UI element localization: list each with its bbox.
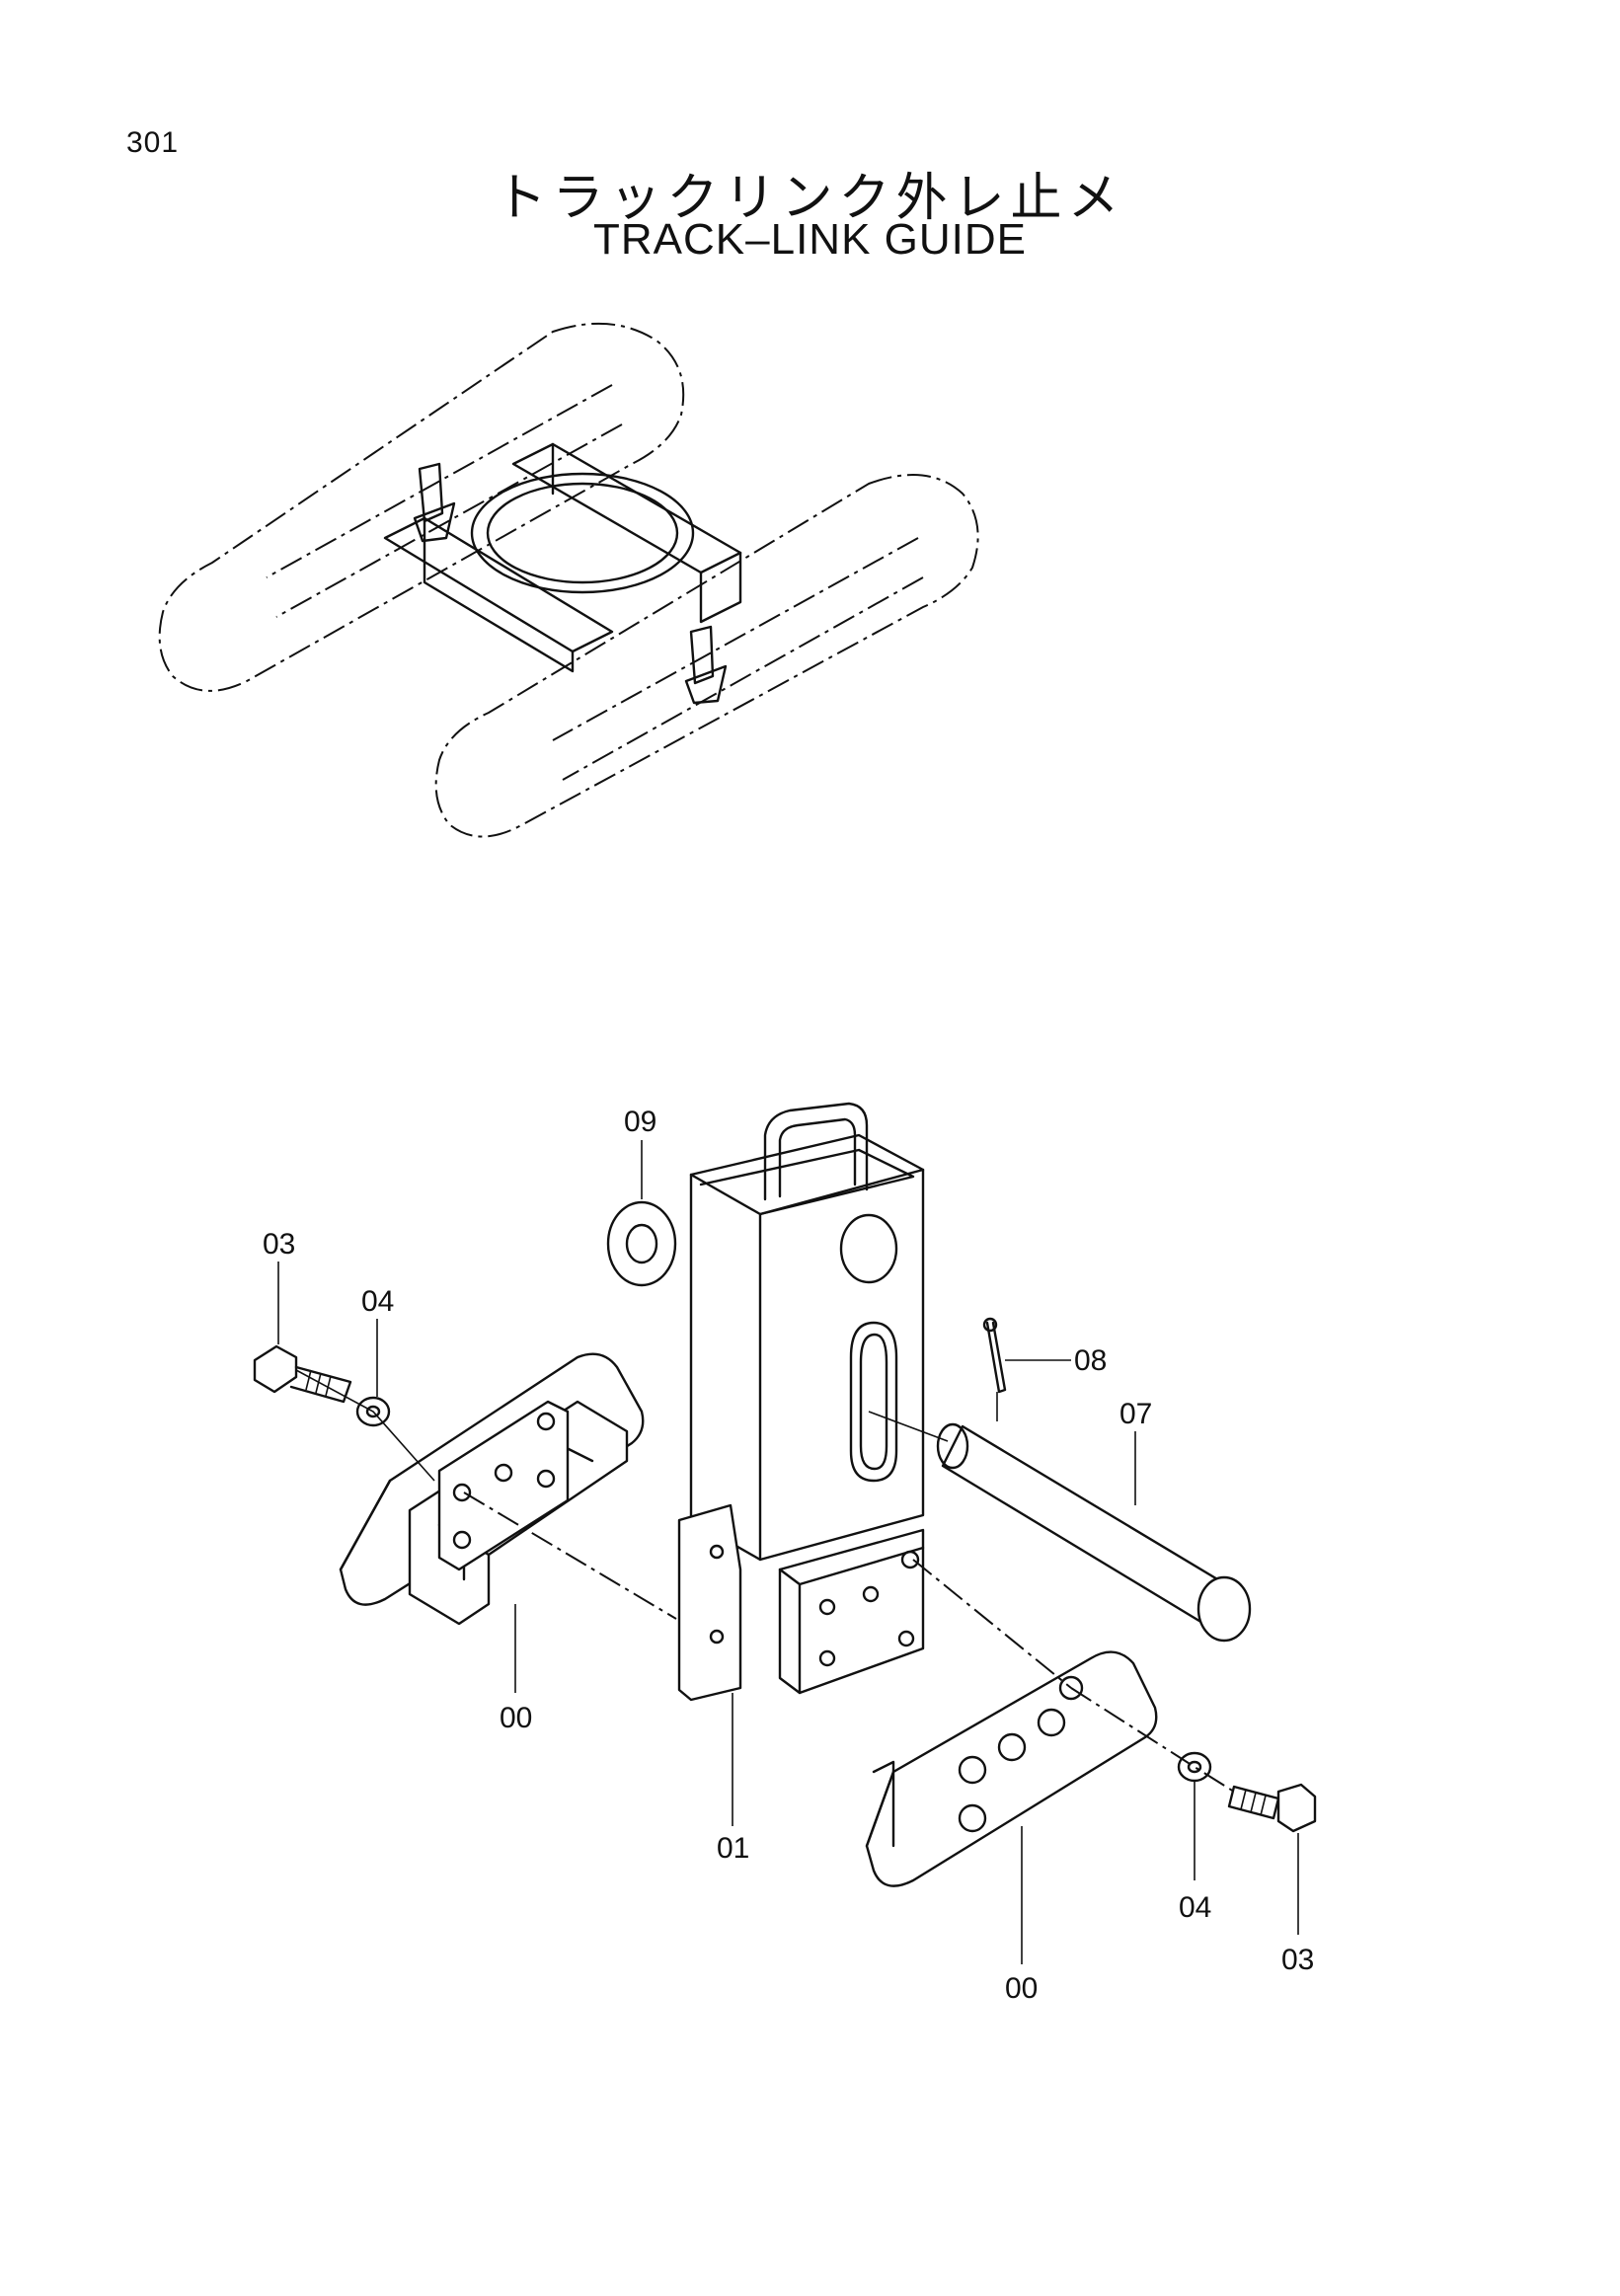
callout-04-left: 04 <box>361 1285 394 1318</box>
callout-03-left: 03 <box>263 1228 295 1261</box>
washer-left <box>355 1396 391 1427</box>
callout-00-right: 00 <box>1005 1972 1038 2005</box>
pin <box>936 1422 1252 1643</box>
guide-plate-left <box>339 1352 645 1626</box>
page-title-english: TRACK–LINK GUIDE <box>593 215 1027 264</box>
callout-01: 01 <box>717 1832 749 1865</box>
bolt-right <box>1227 1783 1317 1833</box>
undercarriage-overview <box>158 322 979 838</box>
callout-00-left: 00 <box>500 1702 532 1734</box>
callout-08: 08 <box>1074 1344 1107 1377</box>
assembly-lines <box>295 1369 1235 1793</box>
guide-plate-right <box>865 1650 1158 1887</box>
callout-03-right: 03 <box>1281 1944 1314 1976</box>
leader-lines <box>277 1140 1299 1964</box>
split-pin <box>982 1317 1007 1394</box>
callout-07: 07 <box>1119 1398 1152 1430</box>
callout-09: 09 <box>624 1106 656 1138</box>
bolt-left <box>253 1344 352 1404</box>
washer-09 <box>606 1200 677 1287</box>
page-title-japanese: トラックリンク外レ止メ <box>495 169 1125 228</box>
callout-04-right: 04 <box>1179 1891 1211 1924</box>
washer-right <box>1177 1751 1212 1783</box>
guide-body <box>677 1102 925 1702</box>
page-number: 301 <box>126 126 180 159</box>
